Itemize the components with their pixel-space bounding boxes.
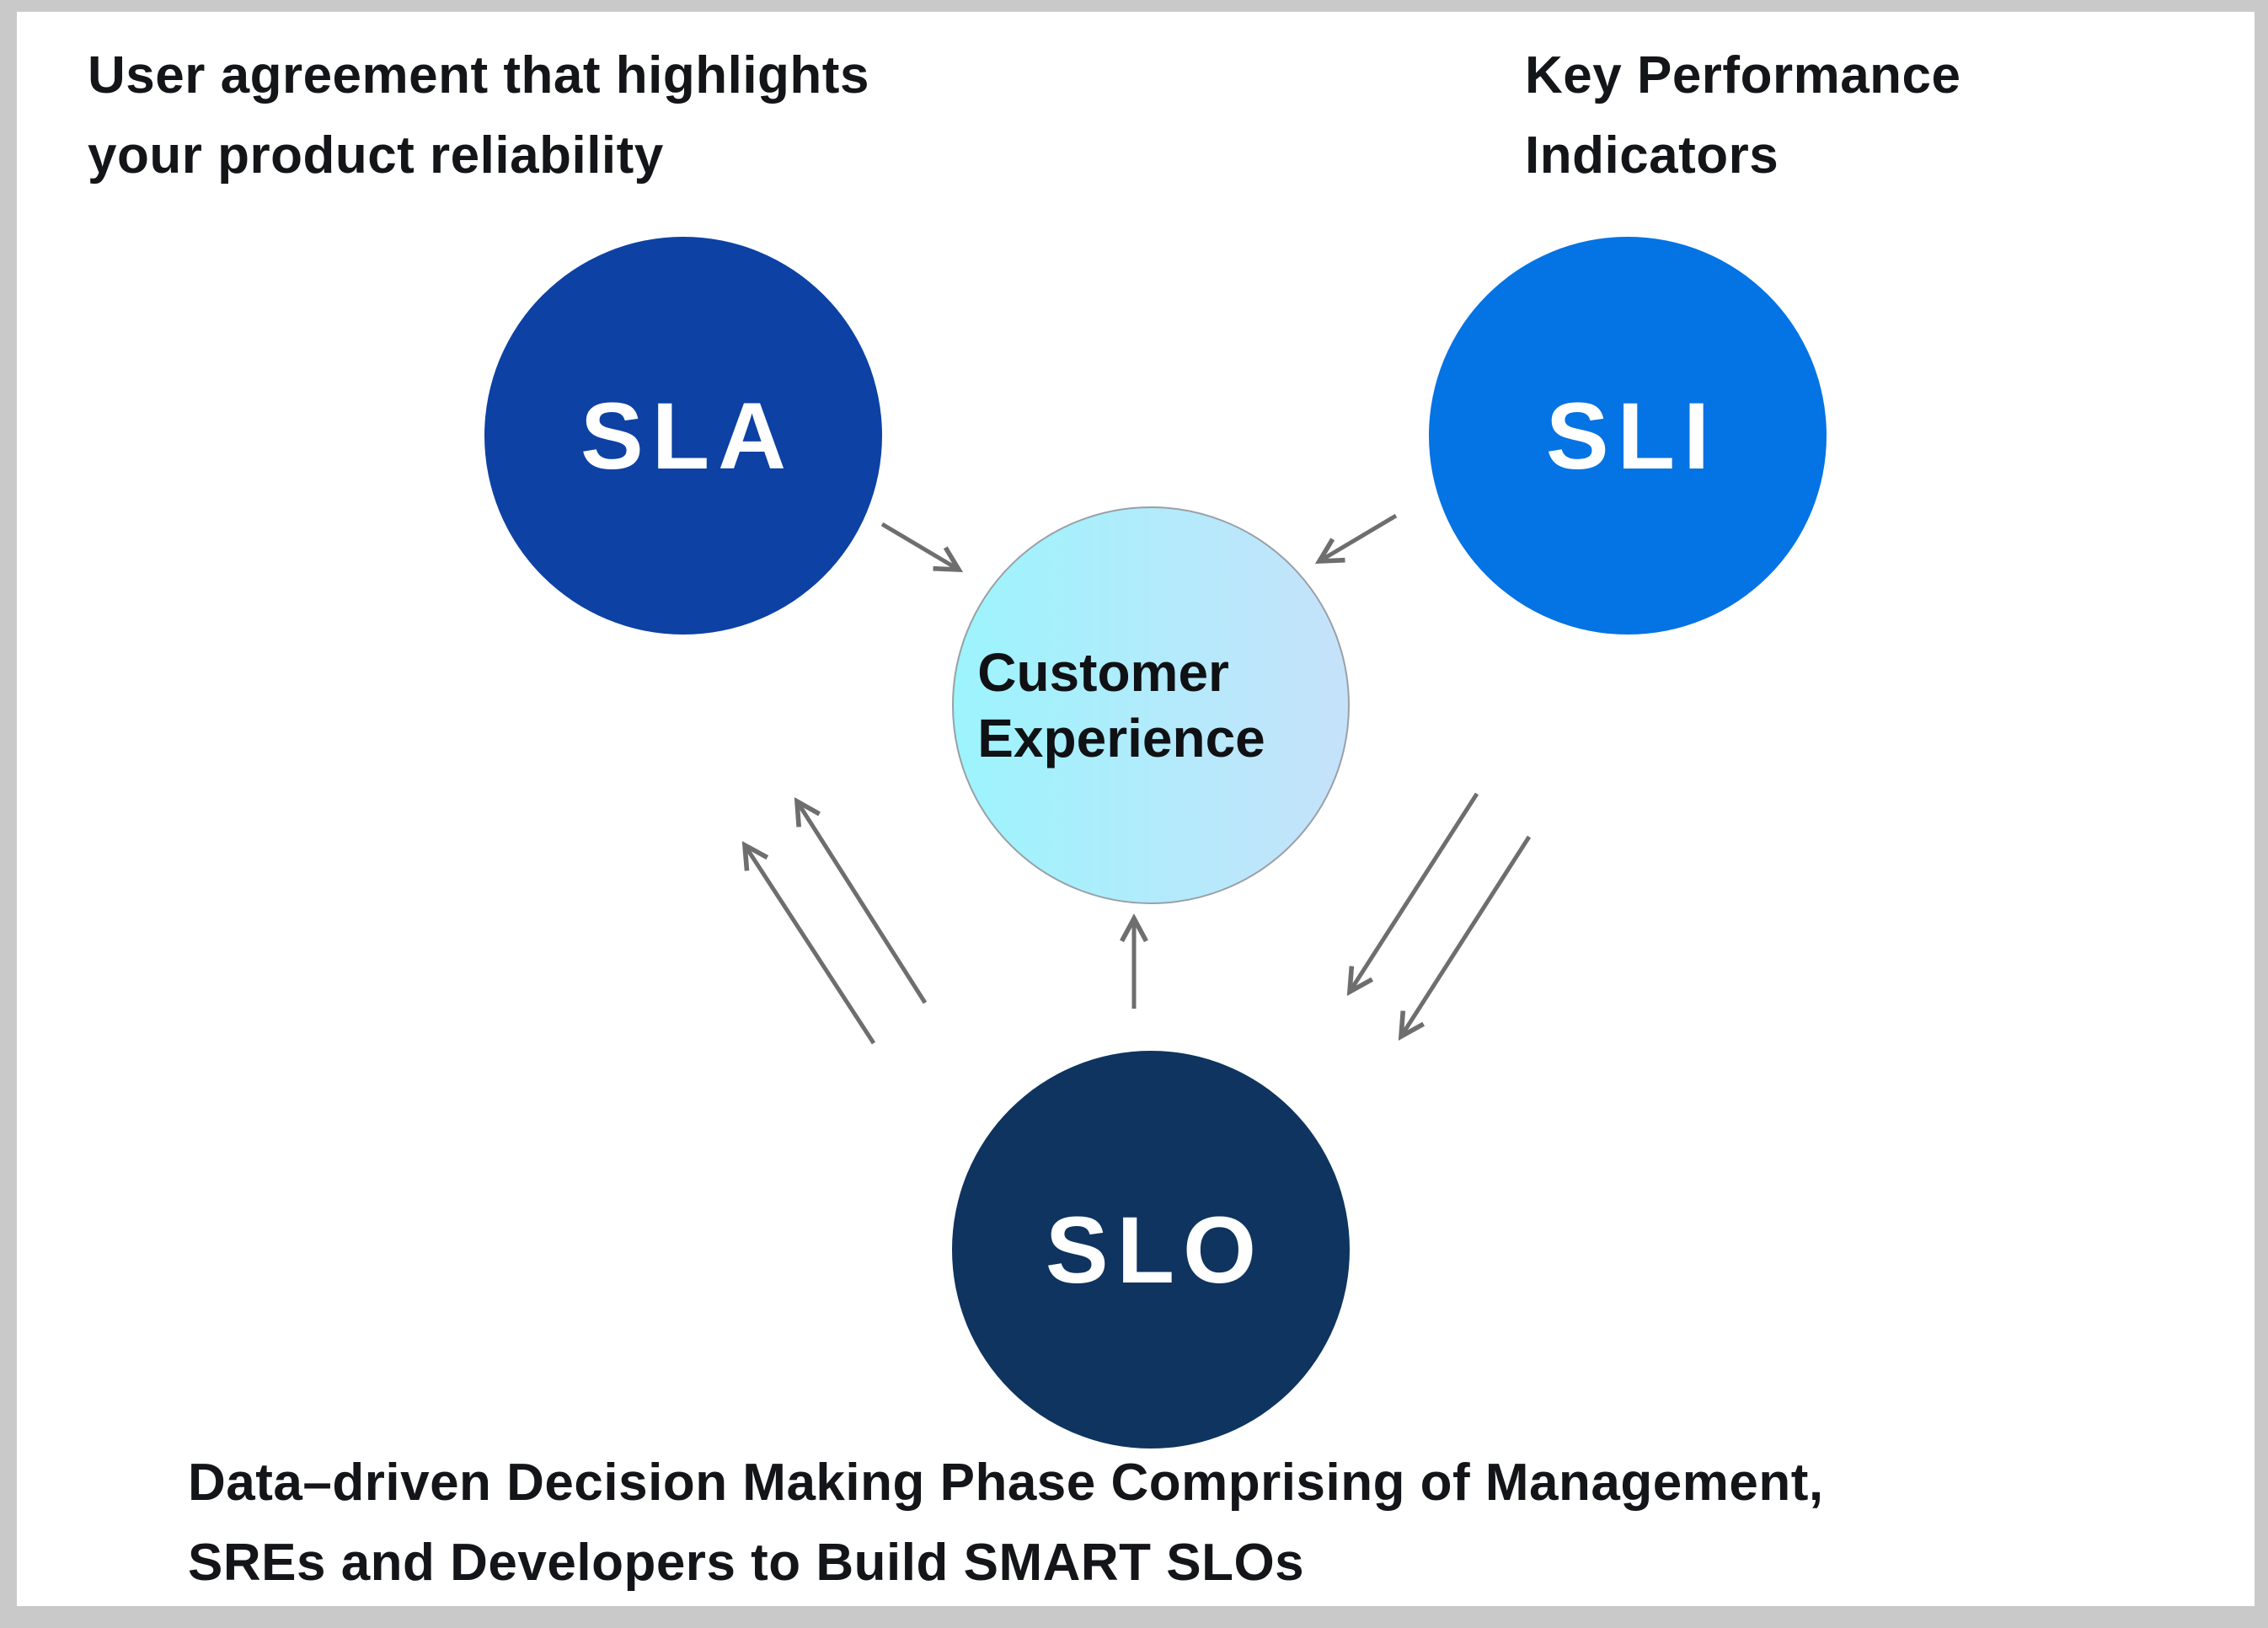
slo-annotation: Data–driven Decision Making Phase Compri… — [188, 1454, 1824, 1592]
sla-annotation: User agreement that highlights your prod… — [88, 46, 869, 185]
node-sla: SLA — [484, 237, 882, 635]
node-sli: SLI — [1429, 237, 1827, 635]
node-customer-experience: Customer Experience — [952, 506, 1350, 904]
node-customer-experience-label: Customer Experience — [977, 642, 1265, 768]
node-sli-label: SLI — [1545, 383, 1719, 489]
node-sla-label: SLA — [580, 383, 794, 489]
node-slo: SLO — [952, 1051, 1350, 1449]
node-slo-label: SLO — [1045, 1197, 1265, 1303]
sli-annotation: Key Performance Indicators — [1525, 46, 1961, 185]
